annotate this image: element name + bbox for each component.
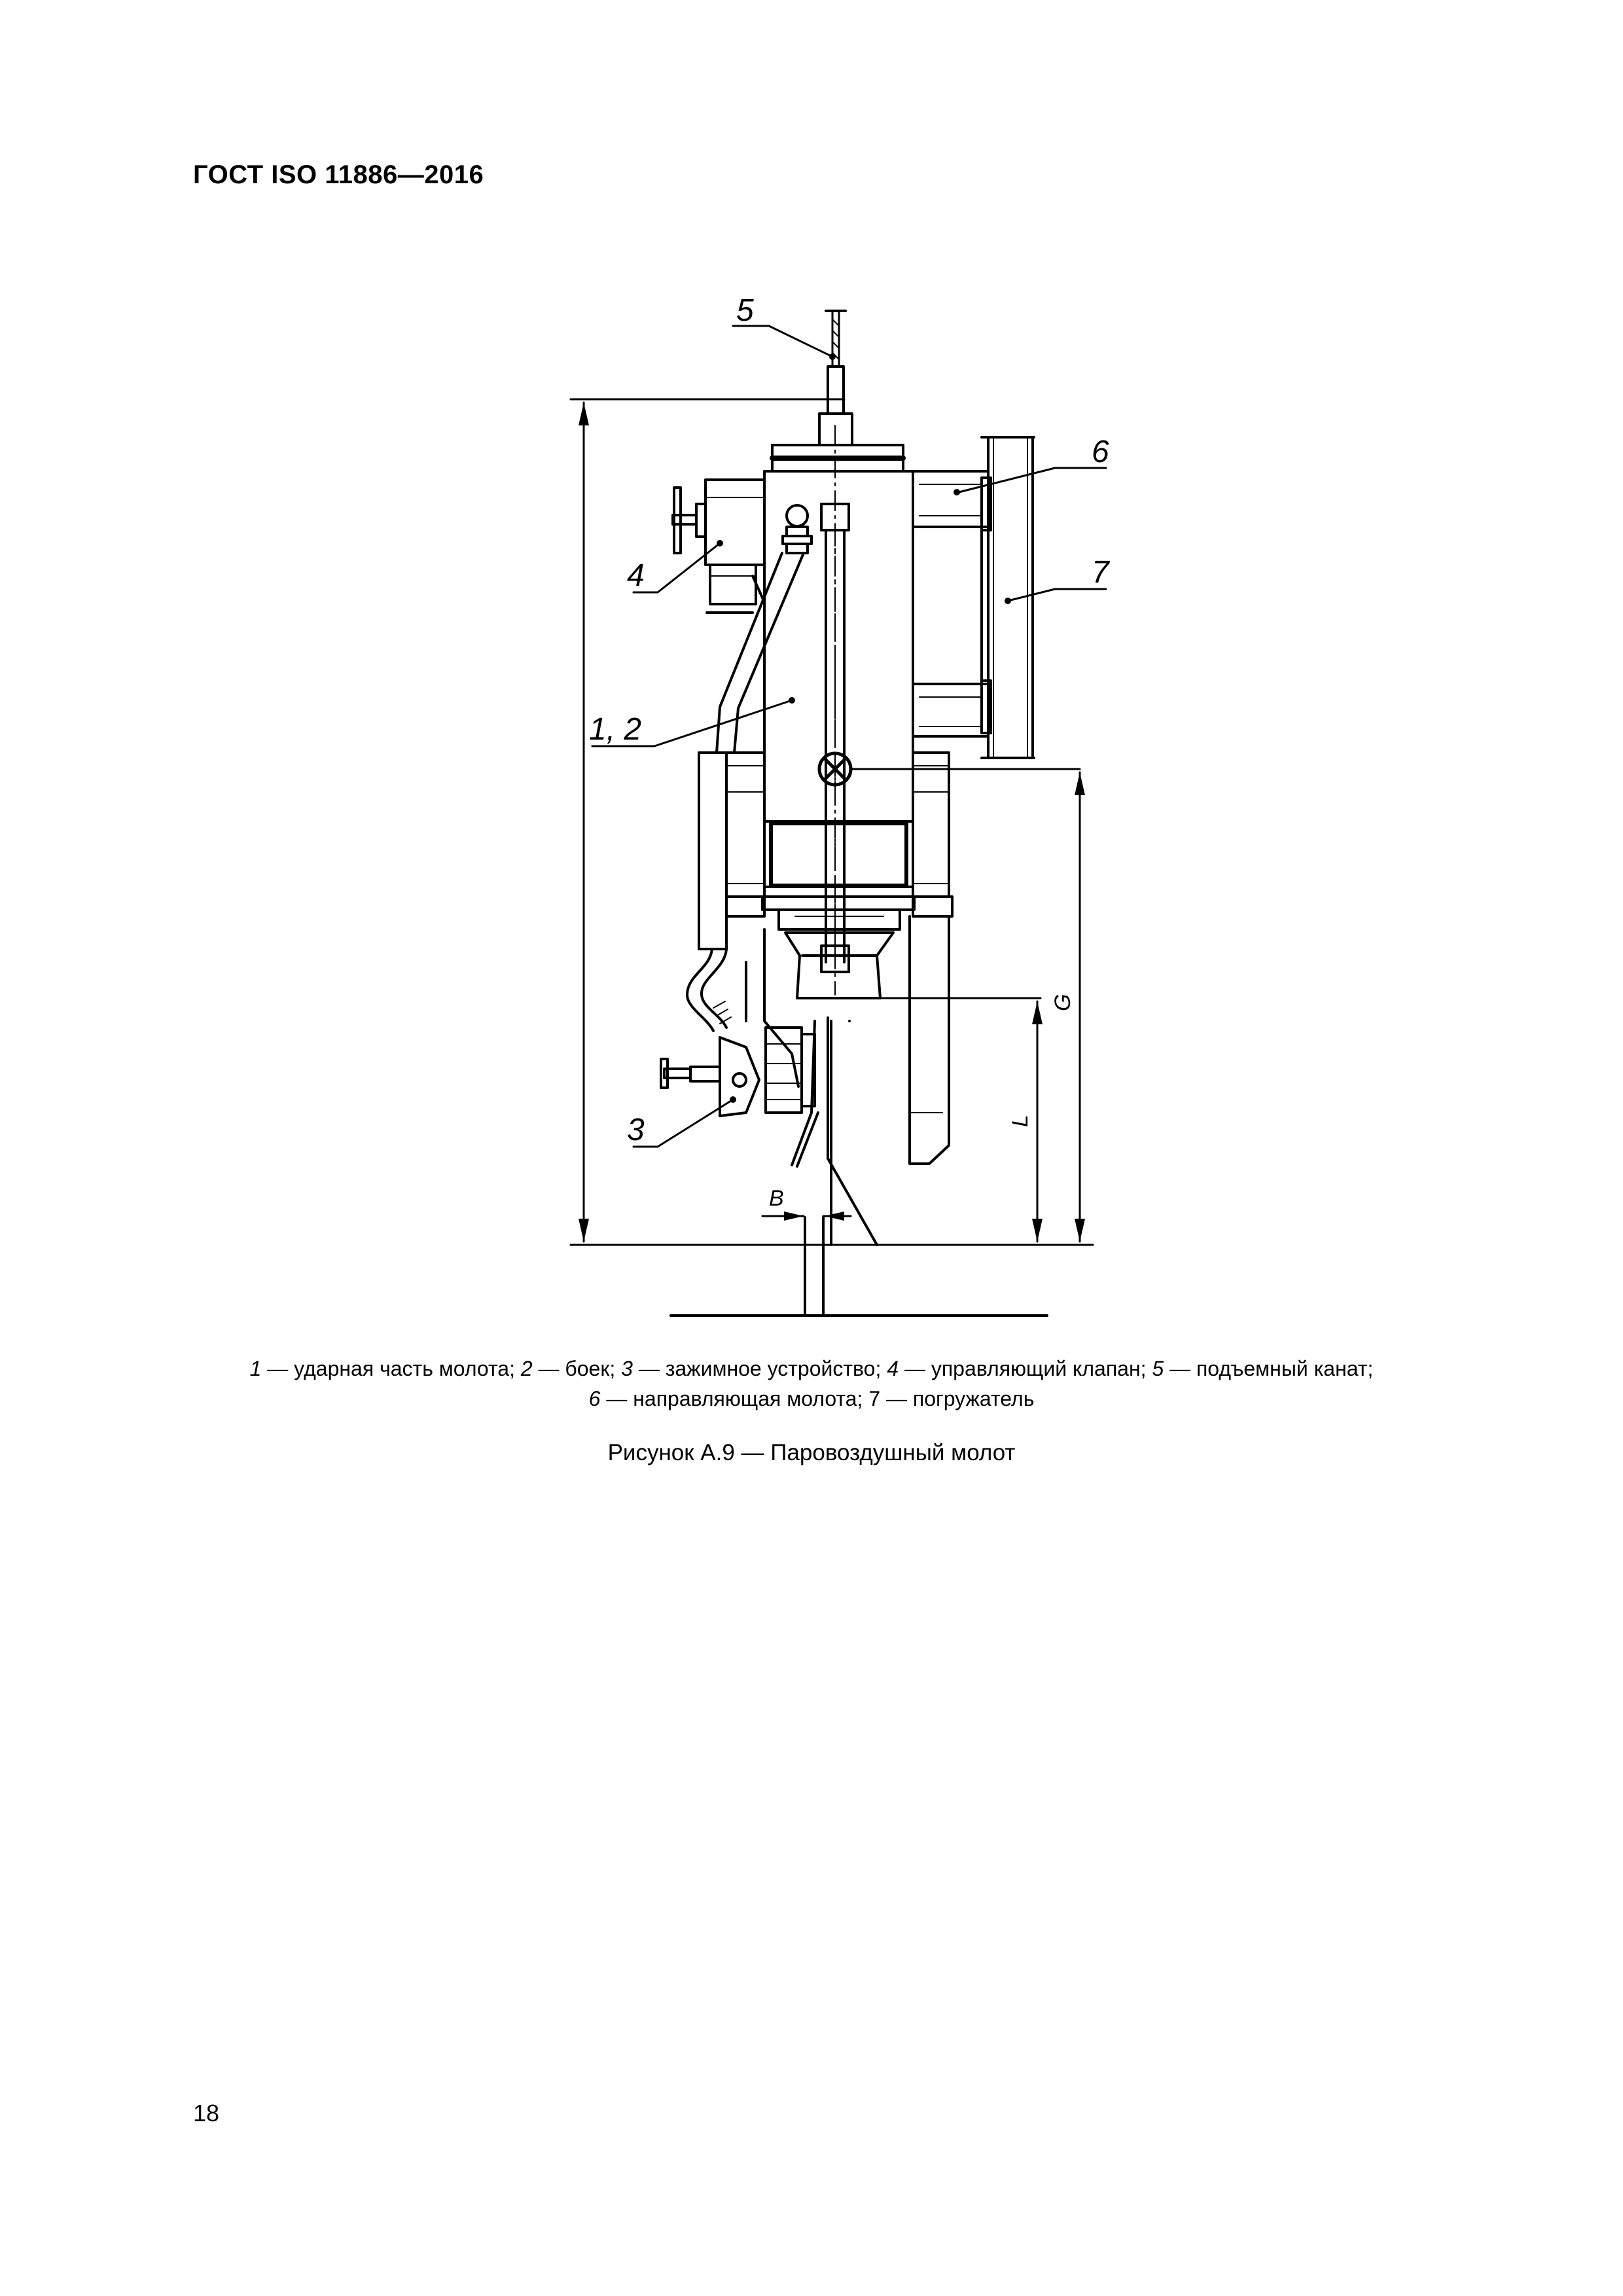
dimension-label-b: B [769,1186,784,1211]
figure-legend: 1 — ударная часть молота; 2 — боек; 3 — … [190,1354,1433,1414]
legend-line-1: 1 — ударная часть молота; 2 — боек; 3 — … [190,1354,1433,1384]
legend-dash: — [886,1387,907,1410]
pile-driver-leader [980,436,1035,759]
figure-steam-air-hammer: 5 6 7 4 1, 2 3 G L B [569,293,1111,1317]
lower-side-brackets [725,751,954,918]
legend-text-7: погружатель [912,1387,1035,1410]
dimension-g [1075,771,1085,1243]
legend-text-1: ударная часть молота; [294,1357,515,1380]
legend-num-2: 2 [520,1357,533,1380]
top-cap [770,444,906,473]
page-number: 18 [193,2100,220,2126]
legend-dash: — [606,1387,628,1410]
dimension-label-g: G [1050,994,1075,1011]
legend-dash: — [267,1357,289,1380]
figure-caption: Рисунок А.9 — Паровоздушный молот [607,1440,1016,1465]
dimension-l [1032,1000,1043,1243]
callout-4: 4 [627,558,645,593]
dimension-label-l: L [1008,1115,1033,1127]
legend-num-3: 3 [621,1357,633,1380]
clamping-device [660,928,819,1168]
pile-helmet [827,915,950,1246]
legend-text-3: зажимное устройство; [665,1357,882,1380]
pile [669,1216,1048,1317]
legend-dash: — [904,1357,925,1380]
legend-dash: — [538,1357,560,1380]
legend-num-6: 6 [588,1387,601,1410]
steam-hose [686,504,813,1032]
control-valve [671,478,766,614]
central-rod [820,425,850,996]
hammer-guide [912,470,992,738]
legend-num-5: 5 [1152,1357,1164,1380]
document-header: ГОСТ ISO 11886—2016 [193,160,484,189]
callout-dots [717,353,1011,1103]
lifting-rope [818,310,853,446]
legend-text-2: боек; [565,1357,616,1380]
callout-6: 6 [1092,435,1109,469]
legend-text-4: управляющий клапан; [931,1357,1147,1380]
legend-dash: — [638,1357,660,1380]
legend-num-7: 7 [868,1387,881,1410]
legend-line-2: 6 — направляющая молота; 7 — погружатель [190,1384,1433,1414]
anvil-assembly [761,895,1042,999]
legend-num-1: 1 [249,1357,262,1380]
callout-5: 5 [736,293,754,328]
legend-dash: — [1169,1357,1191,1380]
callout-leaders [591,325,1107,1148]
dimension-b [761,1211,852,1221]
legend-text-6: направляющая молота; [633,1387,863,1410]
legend-text-5: подъемный канат; [1196,1357,1374,1380]
legend-num-4: 4 [887,1357,899,1380]
callout-1-2: 1, 2 [589,712,641,747]
center-of-gravity-marker [817,751,1081,787]
callout-7: 7 [1092,555,1111,590]
callout-3: 3 [627,1113,645,1147]
